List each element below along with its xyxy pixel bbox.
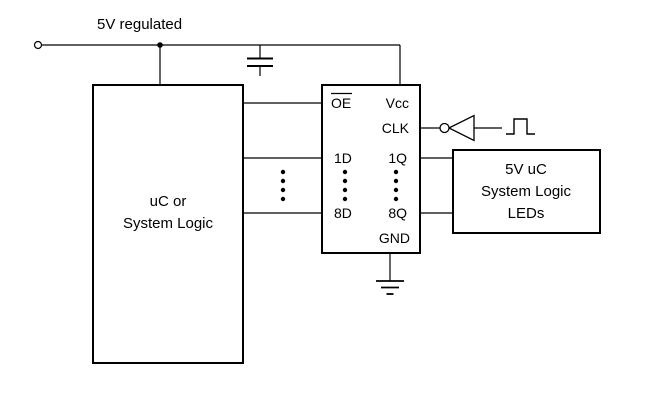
pin-8d-label: 8D bbox=[334, 205, 352, 221]
wires bbox=[243, 102, 502, 214]
clock-source bbox=[439, 114, 535, 142]
uc-box-label-line2: System Logic bbox=[123, 215, 214, 232]
pin-oe-label: OE bbox=[331, 95, 351, 111]
led-box-outline bbox=[452, 149, 601, 234]
pin-1q-label: 1Q bbox=[388, 150, 407, 166]
led-box-label-line1: 5V uC bbox=[505, 161, 547, 178]
clock-pulse-icon bbox=[506, 118, 535, 135]
latch-ic-outline bbox=[321, 84, 421, 254]
bus-ellipsis-dots bbox=[280, 169, 399, 202]
pin-1d-label: 1D bbox=[334, 150, 352, 166]
ellipsis-dots-left bbox=[280, 169, 286, 202]
capacitor bbox=[247, 45, 273, 76]
led-box-label-line2: System Logic bbox=[481, 183, 572, 200]
pin-8q-label: 8Q bbox=[388, 205, 407, 221]
uc-box-outline bbox=[92, 84, 244, 364]
uc-box-label-line1: uC or bbox=[150, 193, 187, 210]
led-system-logic-box: 5V uC System Logic LEDs bbox=[452, 149, 601, 234]
ground-symbol bbox=[376, 253, 404, 295]
ellipsis-dots-d bbox=[342, 169, 348, 202]
pin-gnd-label: GND bbox=[379, 230, 410, 246]
ellipsis-dots-q bbox=[393, 169, 399, 202]
power-label: 5V regulated bbox=[97, 16, 182, 33]
pin-vcc-label: Vcc bbox=[386, 95, 409, 111]
inverter-triangle-icon bbox=[447, 114, 475, 142]
inverter-bubble-icon bbox=[439, 122, 450, 134]
uc-system-logic-box: uC or System Logic bbox=[92, 84, 244, 364]
led-box-label-line3: LEDs bbox=[508, 205, 545, 222]
power-rail: 5V regulated bbox=[33, 16, 401, 85]
pin-clk-label: CLK bbox=[382, 120, 410, 136]
input-terminal-circle bbox=[33, 40, 43, 50]
latch-ic: OE Vcc CLK 1D 1Q 8D 8Q GND bbox=[321, 84, 421, 254]
